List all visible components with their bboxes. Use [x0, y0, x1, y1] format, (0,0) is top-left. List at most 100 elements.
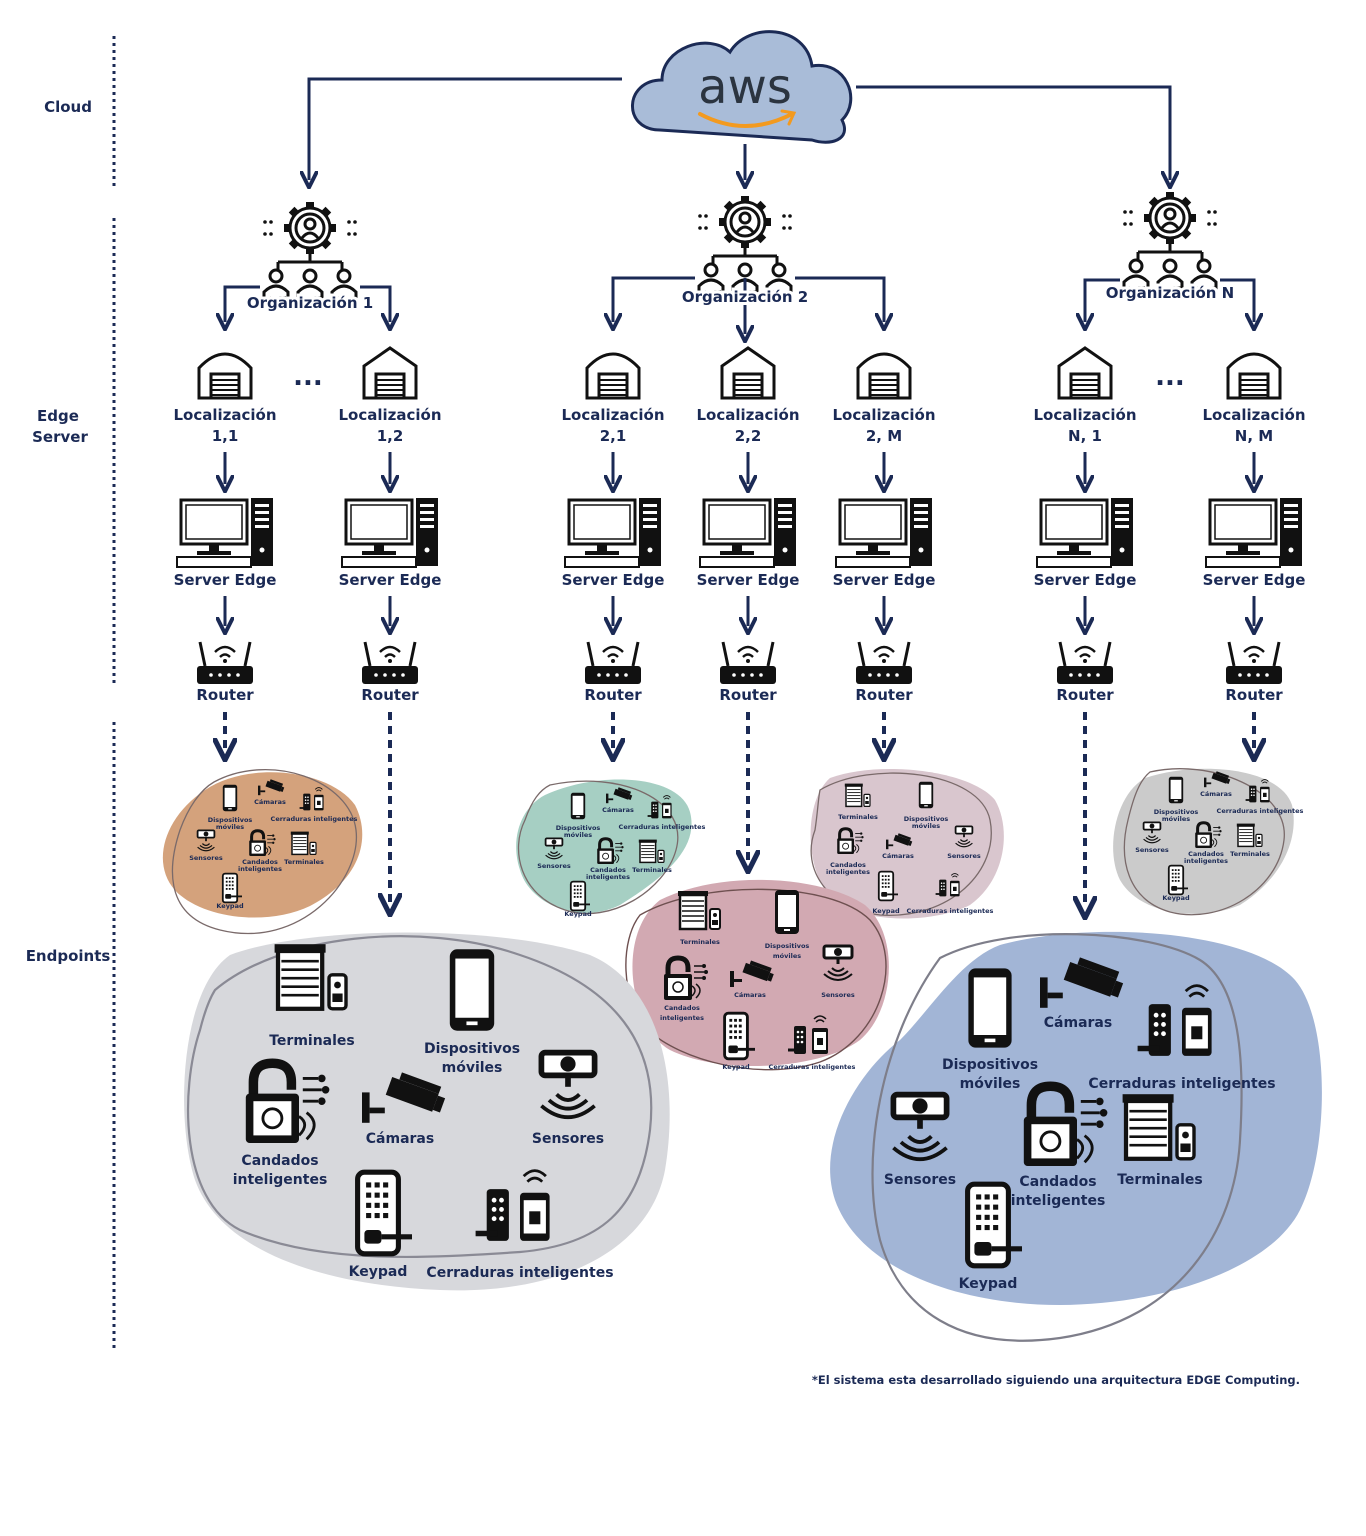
endpoint-label: Candados [664, 1004, 700, 1012]
terminal-icon [290, 831, 317, 856]
location-id: 1,2 [377, 427, 404, 445]
keypad-icon [569, 880, 591, 912]
endpoint-label: Keypad [722, 1063, 750, 1071]
server-edge-label: Server Edge [1034, 571, 1137, 589]
endpoint-label: móviles [564, 831, 592, 839]
endpoint-label: Keypad [349, 1264, 408, 1280]
endpoint-label: Sensores [537, 862, 571, 870]
org-connectors [225, 285, 390, 322]
endpoint-label: Cámaras [602, 806, 634, 814]
warehouse-icon [1226, 352, 1282, 400]
location-name: Localización [1202, 406, 1305, 424]
endpoint-label: inteligentes [233, 1172, 328, 1188]
endpoint-label: Candados [242, 858, 278, 866]
endpoint-label: Terminales [1230, 850, 1270, 858]
padlock-icon [1023, 1081, 1108, 1166]
location-id: 2, M [866, 427, 902, 445]
endpoint-label: Terminales [632, 866, 672, 874]
server-computer-icon [1036, 498, 1133, 568]
location-name: Localización [832, 406, 935, 424]
server-computer-icon [835, 498, 932, 568]
endpoint-label: Terminales [680, 938, 720, 946]
lock-icon [647, 795, 672, 819]
lock-icon [1245, 779, 1270, 803]
endpoint-label: Cerraduras inteligentes [271, 815, 358, 823]
server-computer-icon [1205, 498, 1302, 568]
endpoint-label: Cámaras [366, 1131, 434, 1147]
keypad-icon [877, 870, 899, 902]
org-connectors [613, 276, 884, 334]
warehouse-icon [720, 346, 776, 400]
lock-icon [299, 787, 324, 811]
endpoint-label: Dispositivos [556, 824, 601, 832]
tier-label-server: Server [32, 428, 88, 446]
wifi-router-icon [1057, 641, 1113, 684]
endpoint-label: Cerraduras inteligentes [1088, 1076, 1275, 1092]
wifi-router-icon [1226, 641, 1282, 684]
location-id: 2,2 [735, 427, 762, 445]
location-name: Localización [561, 406, 664, 424]
endpoint-label: Dispositivos [424, 1041, 520, 1057]
endpoint-label: Terminales [838, 813, 878, 821]
router-label: Router [196, 686, 254, 704]
sensor-icon [954, 825, 974, 848]
endpoint-label: Cámaras [1044, 1015, 1112, 1031]
warehouse-icon [362, 346, 418, 400]
endpoint-label: móviles [1162, 815, 1190, 823]
endpoint-label: inteligentes [586, 873, 630, 881]
router-label: Router [719, 686, 777, 704]
endpoint-label: Dispositivos [942, 1057, 1038, 1073]
padlock-icon [664, 955, 708, 1000]
location-id: 1,1 [212, 427, 239, 445]
endpoint-label: Terminales [269, 1033, 355, 1049]
router-label: Router [1056, 686, 1114, 704]
sensor-icon [1142, 821, 1162, 844]
keypad-icon [1167, 864, 1189, 896]
endpoint-label: Cerraduras inteligentes [907, 907, 994, 915]
endpoint-label: Dispositivos [904, 815, 949, 823]
server-edge-label: Server Edge [833, 571, 936, 589]
cloud-connectors [309, 77, 1170, 180]
endpoint-label: Keypad [216, 902, 244, 910]
org-name-1: Organización 1 [247, 294, 373, 312]
terminal-icon [1236, 823, 1263, 848]
phone-icon [570, 792, 586, 820]
endpoint-label: Terminales [284, 858, 324, 866]
phone-icon [1168, 776, 1184, 804]
terminal-icon [678, 891, 721, 931]
padlock-icon [1195, 821, 1222, 848]
keypad-icon [965, 1181, 1023, 1269]
server-edge-label: Server Edge [697, 571, 800, 589]
terminal-icon [638, 839, 665, 864]
endpoint-label: Cerraduras inteligentes [619, 823, 706, 831]
endpoint-label: Cámaras [254, 798, 286, 806]
padlock-icon [249, 829, 276, 856]
wifi-router-icon [856, 641, 912, 684]
aws-cloud-icon: aws [631, 30, 853, 144]
tier-label-cloud: Cloud [44, 98, 92, 116]
location-id: 2,1 [600, 427, 627, 445]
sensor-icon [822, 944, 854, 981]
keypad-icon [221, 872, 243, 904]
location-id: N, M [1235, 427, 1273, 445]
endpoint-label: Sensores [821, 991, 855, 999]
router-label: Router [361, 686, 419, 704]
ellipsis-org1: ... [293, 362, 323, 392]
endpoint-label: Dispositivos [208, 816, 253, 824]
camera-icon [1204, 771, 1231, 788]
sensor-icon [538, 1049, 598, 1119]
terminal-icon [844, 783, 871, 808]
router-label: Router [584, 686, 642, 704]
camera-icon [258, 779, 285, 796]
camera-icon [362, 1072, 446, 1123]
terminal-icon [1122, 1094, 1196, 1161]
